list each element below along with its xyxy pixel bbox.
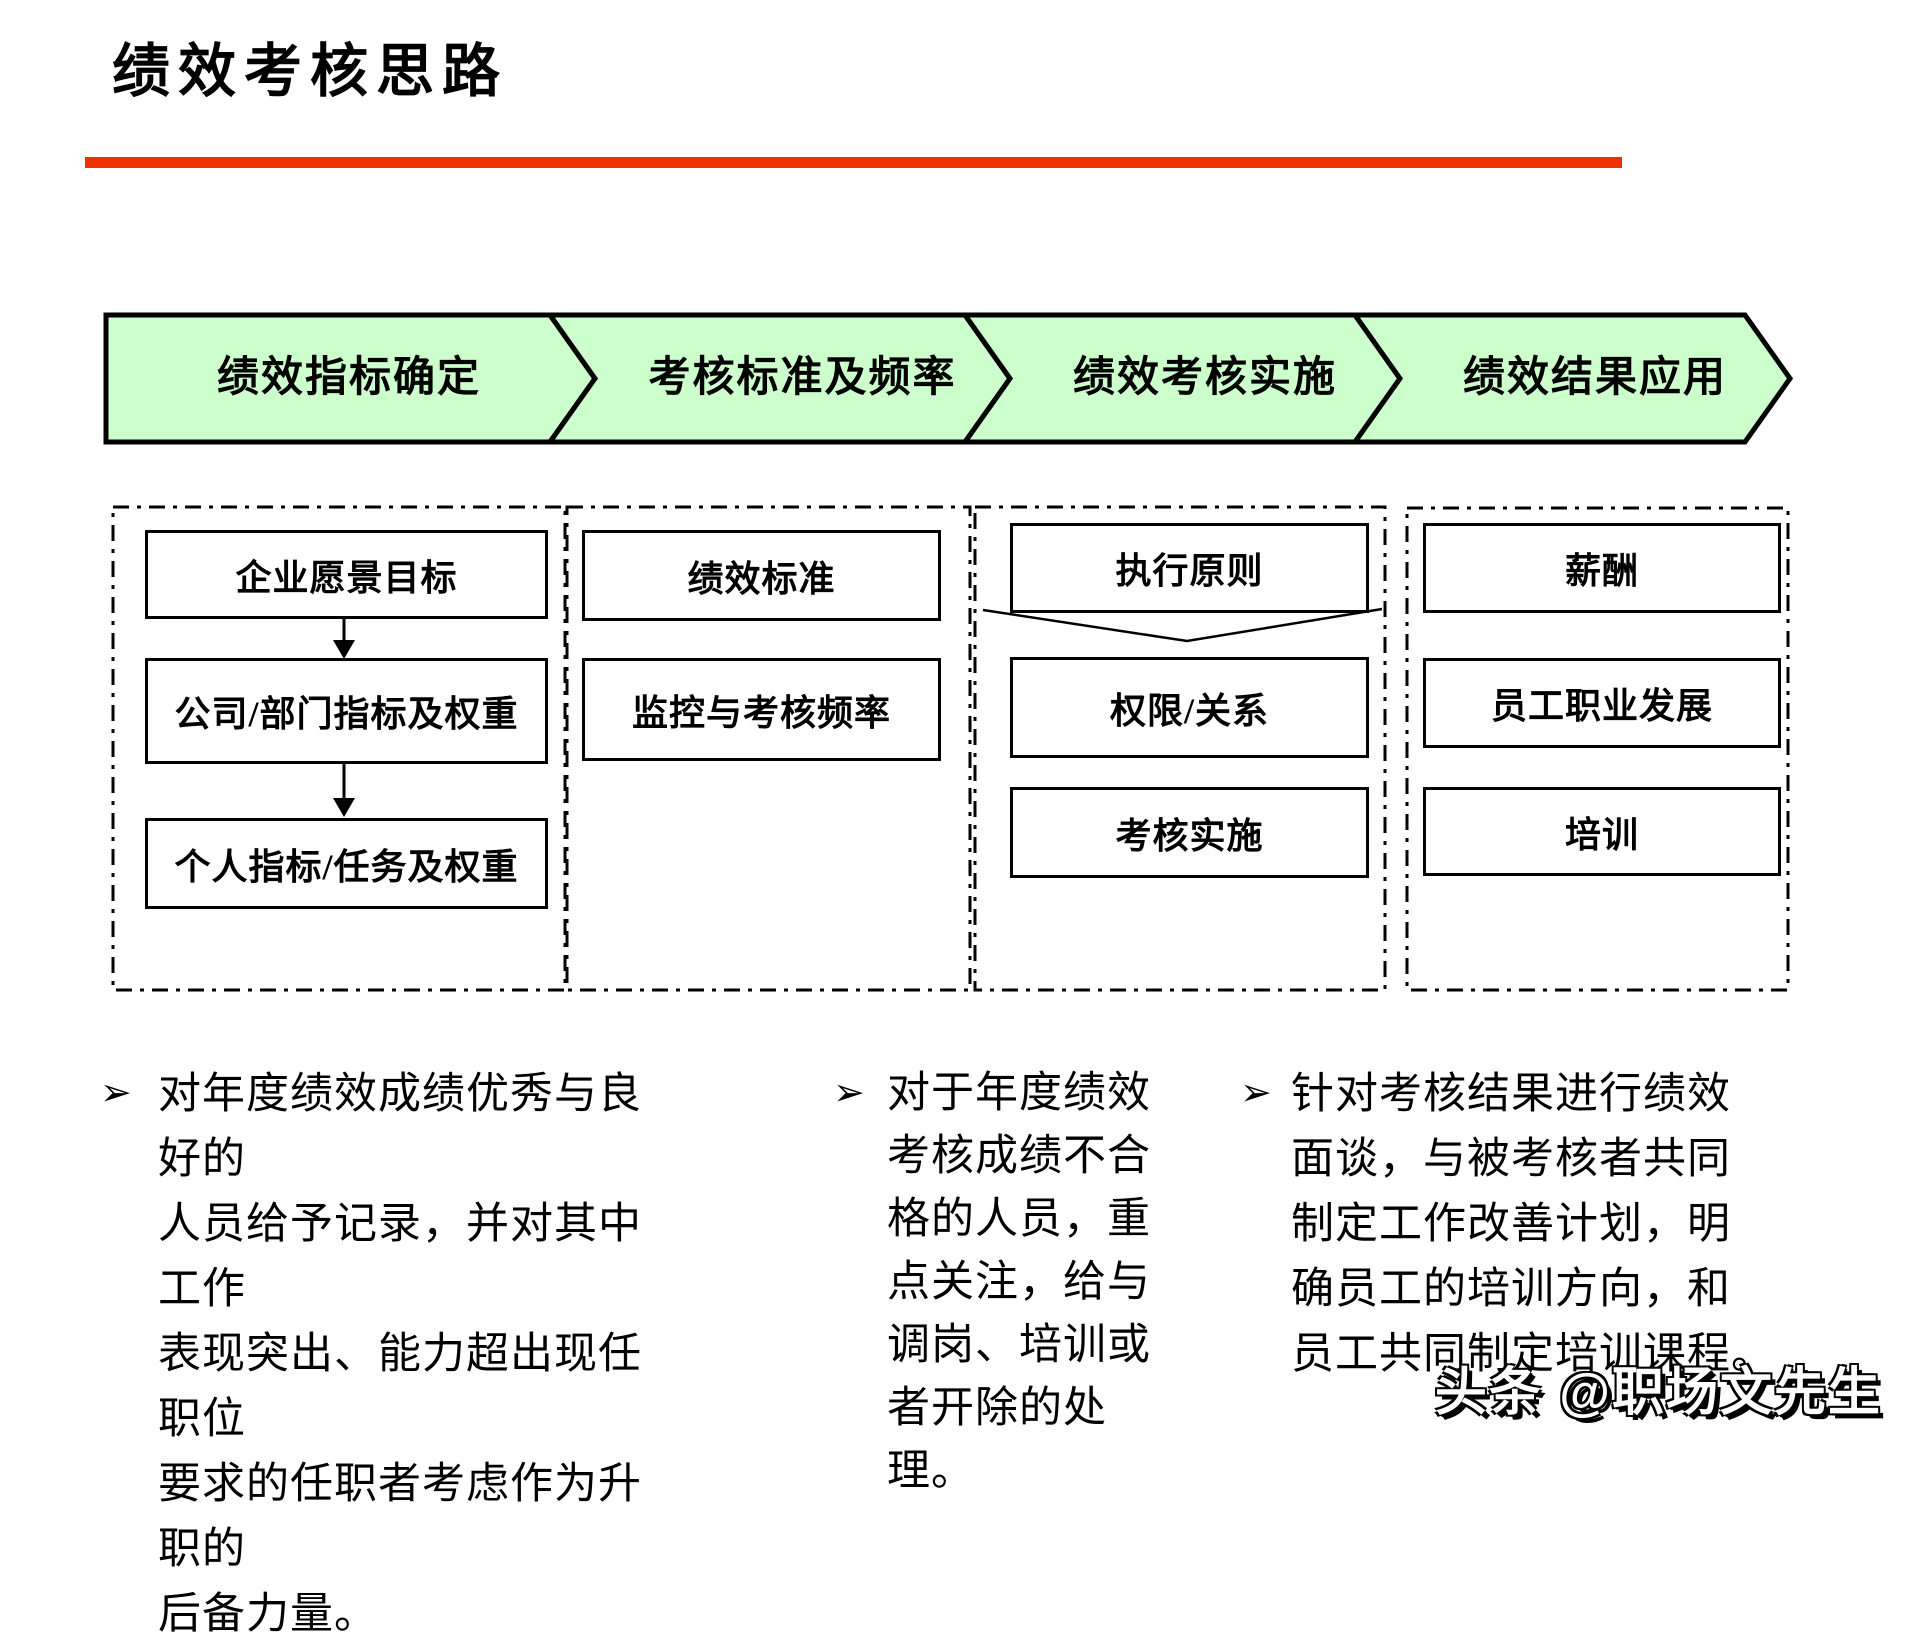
detail-box-training: 培训	[1423, 787, 1781, 876]
detail-box-compensation: 薪酬	[1423, 523, 1781, 613]
bullet-text-2: 对于年度绩效 考核成绩不合 格的人员，重 点关注，给与 调岗、培训或 者开除的处…	[887, 1070, 1151, 1495]
process-flow-band: 绩效指标确定 考核标准及频率 绩效考核实施 绩效结果应用	[103, 312, 1793, 445]
bullet-item-3: ➢ 针对考核结果进行绩效 面谈，与被考核者共同 制定工作改善计划，明 确员工的培…	[1240, 1062, 1800, 1387]
detail-box-monitor-frequency: 监控与考核频率	[582, 658, 941, 761]
process-step-chevron-4	[1350, 312, 1793, 445]
watermark: 头条 @职场文先生	[1434, 1364, 1882, 1422]
down-arrow-2	[333, 761, 355, 817]
detail-box-authority-relation: 权限/关系	[1010, 657, 1369, 758]
detail-box-performance-standard: 绩效标准	[582, 530, 941, 621]
bullet-text-3: 针对考核结果进行绩效 面谈，与被考核者共同 制定工作改善计划，明 确员工的培训方…	[1291, 1071, 1775, 1378]
process-step-label-3: 绩效考核实施	[1072, 355, 1337, 401]
funnel-v-shape	[982, 607, 1383, 643]
process-step-label-2: 考核标准及频率	[648, 355, 957, 401]
detail-box-vision-goal: 企业愿景目标	[145, 530, 548, 619]
bullet-text-1: 对年度绩效成绩优秀与良好的 人员给予记录，并对其中工作 表现突出、能力超出现任职…	[158, 1071, 642, 1638]
panel-implementation	[973, 505, 1387, 992]
bullet-item-2: ➢ 对于年度绩效 考核成绩不合 格的人员，重 点关注，给与 调岗、培训或 者开除…	[833, 1062, 1193, 1503]
bullet-arrow-icon: ➢	[833, 1070, 865, 1114]
process-step-label-4: 绩效结果应用	[1462, 355, 1727, 401]
title-underline-bar	[85, 157, 1622, 168]
detail-box-company-dept-indicators: 公司/部门指标及权重	[145, 658, 548, 764]
page-title: 绩效考核思路	[112, 39, 509, 104]
process-step-label-1: 绩效指标确定	[216, 355, 481, 401]
detail-box-execution-principle: 执行原则	[1010, 523, 1369, 613]
diagram-lines-layer	[111, 505, 1790, 992]
process-chevrons-graphic	[103, 312, 1793, 445]
panel-indicator-definition	[111, 505, 567, 992]
bullet-item-1: ➢ 对年度绩效成绩优秀与良好的 人员给予记录，并对其中工作 表现突出、能力超出现…	[100, 1062, 680, 1647]
bullet-arrow-icon: ➢	[1240, 1070, 1272, 1114]
detail-box-individual-indicators: 个人指标/任务及权重	[145, 818, 548, 909]
detail-box-assessment-implementation: 考核实施	[1010, 787, 1369, 878]
panel-standard-frequency	[565, 505, 972, 992]
panel-result-application	[1405, 506, 1790, 992]
bullet-arrow-icon: ➢	[100, 1070, 132, 1114]
down-arrow-1	[333, 616, 355, 659]
detail-box-career-development: 员工职业发展	[1423, 658, 1781, 748]
